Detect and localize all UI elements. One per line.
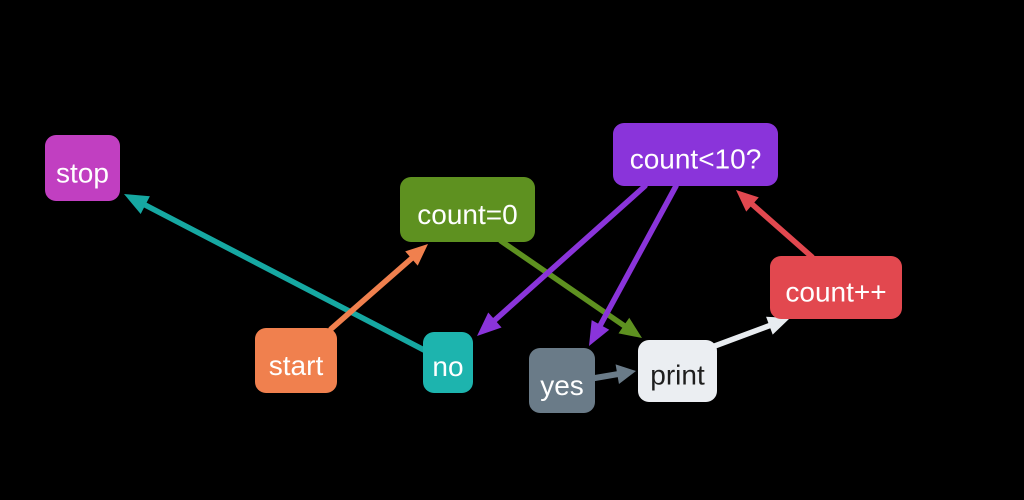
- arrowhead-icon: [736, 190, 759, 212]
- node-label-start: start: [269, 350, 324, 381]
- edge-line-start-to-count0: [328, 253, 417, 332]
- edge-countlt10-to-no: [477, 183, 648, 336]
- node-box-start[interactable]: [255, 328, 337, 393]
- edge-line-no-to-stop: [139, 200, 427, 353]
- edge-line-countlt10-to-yes: [596, 183, 679, 331]
- arrowhead-icon: [618, 317, 642, 338]
- node-print[interactable]: print: [638, 340, 717, 402]
- arrowhead-icon: [615, 364, 636, 385]
- node-box-stop[interactable]: [45, 135, 120, 201]
- edge-print-to-countpp: [709, 316, 790, 350]
- node-stop[interactable]: stop: [45, 135, 120, 201]
- edge-line-countlt10-to-no: [489, 183, 648, 325]
- node-label-no: no: [432, 351, 463, 382]
- edge-yes-to-print: [592, 364, 636, 385]
- arrowhead-icon: [589, 320, 610, 346]
- arrowhead-icon: [766, 316, 790, 335]
- arrowhead-icon: [405, 244, 428, 266]
- node-box-yes[interactable]: [529, 348, 595, 413]
- arrowhead-icon: [124, 194, 150, 214]
- node-label-countlt10: count<10?: [630, 143, 762, 174]
- edge-countlt10-to-yes: [589, 183, 679, 346]
- node-box-countpp[interactable]: [770, 256, 902, 319]
- node-label-countpp: count++: [785, 276, 886, 307]
- edge-line-yes-to-print: [592, 370, 624, 381]
- node-label-count0: count=0: [417, 199, 517, 230]
- edge-countpp-to-countlt10: [736, 190, 815, 260]
- edge-line-countpp-to-countlt10: [747, 199, 815, 260]
- node-countpp[interactable]: count++: [770, 256, 902, 319]
- edge-start-to-count0: [328, 244, 428, 332]
- node-box-print[interactable]: [638, 340, 717, 402]
- node-label-yes: yes: [540, 370, 584, 401]
- node-box-no[interactable]: [423, 332, 473, 393]
- node-label-print: print: [650, 360, 705, 391]
- node-start[interactable]: start: [255, 328, 337, 393]
- arrowhead-icon: [477, 312, 502, 336]
- edge-line-print-to-countpp: [709, 321, 775, 350]
- edge-no-to-stop: [124, 194, 427, 353]
- node-count0[interactable]: count=0: [400, 177, 535, 242]
- node-label-stop: stop: [56, 158, 109, 189]
- node-box-countlt10[interactable]: [613, 123, 778, 186]
- node-yes[interactable]: yes: [529, 348, 595, 413]
- node-box-count0[interactable]: [400, 177, 535, 242]
- node-no[interactable]: no: [423, 332, 473, 393]
- node-countlt10[interactable]: count<10?: [613, 123, 778, 186]
